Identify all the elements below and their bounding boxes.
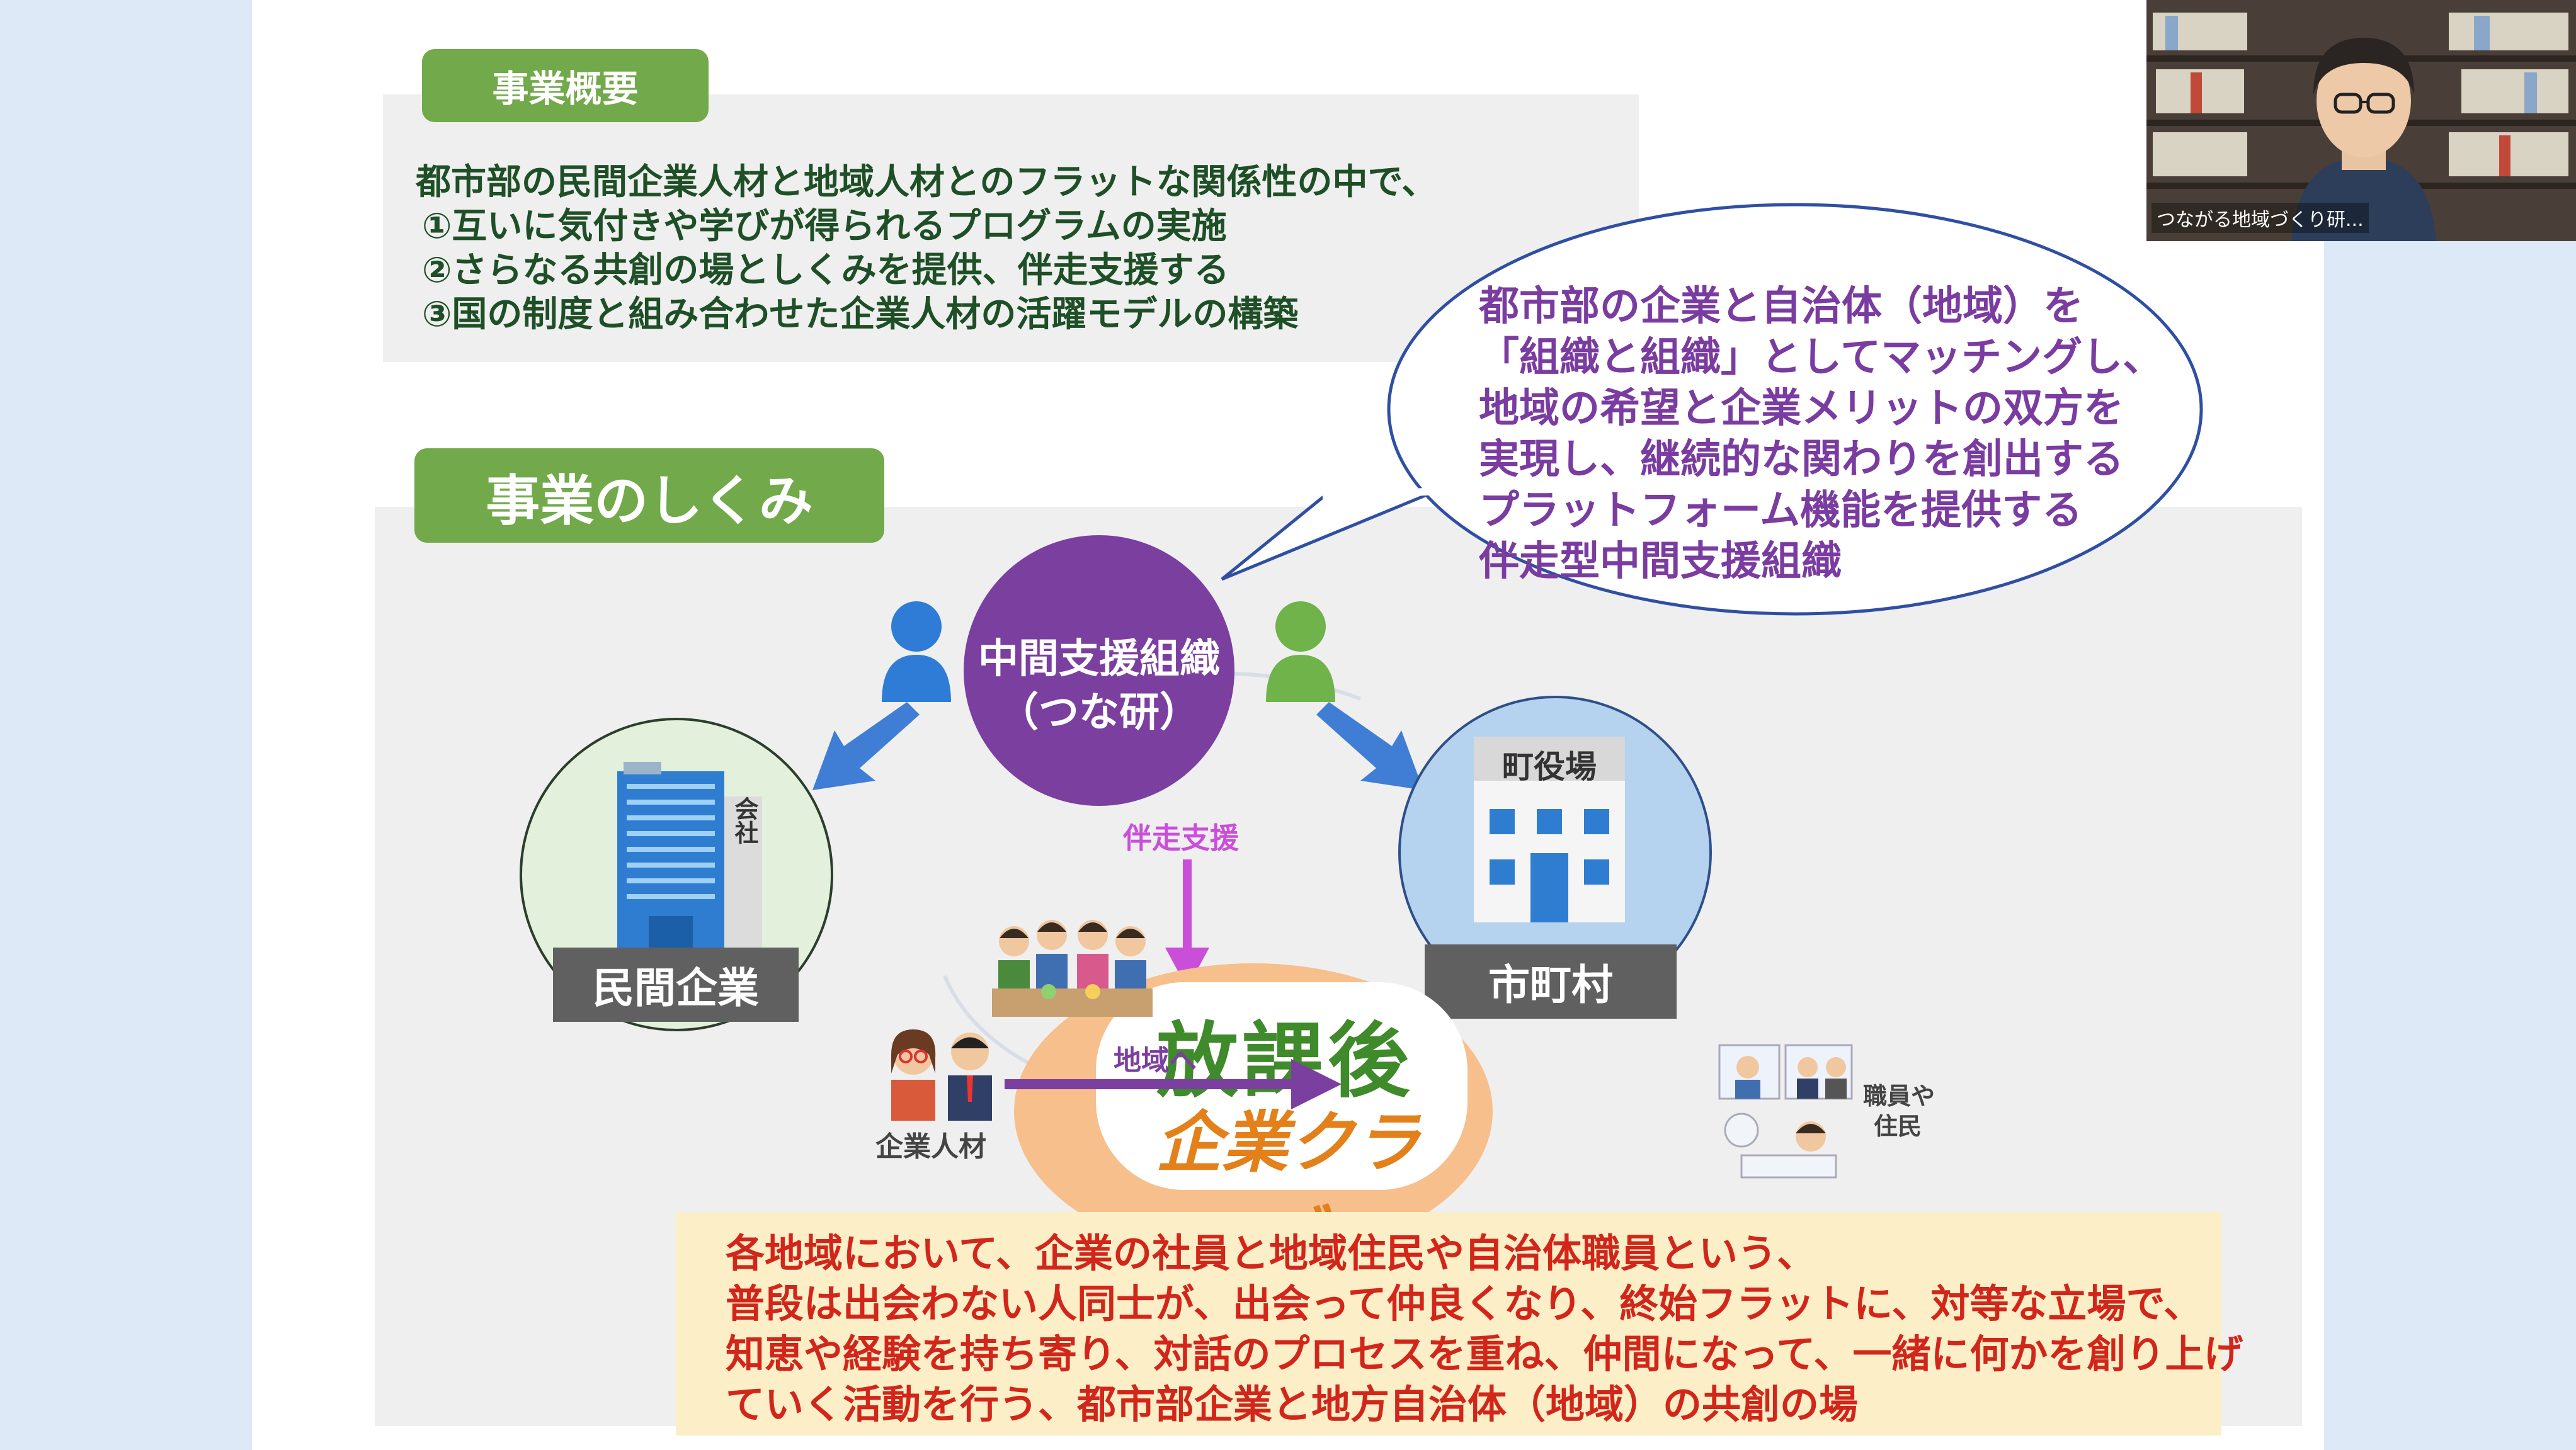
office-building-icon — [617, 762, 762, 948]
meeting-group-icon — [992, 920, 1153, 1017]
bottom-line-4: ていく活動を行う、都市部企業と地方自治体（地域）の共創の場 — [726, 1381, 1859, 1427]
arrow-to-town-icon — [1316, 702, 1423, 790]
bubble-line-3: 地域の希望と企業メリットの双方を — [1479, 385, 2124, 432]
bottom-line-3: 知恵や経験を持ち寄り、対話のプロセスを重ね、仲間になって、一緒に何かを創り上げ — [726, 1331, 2243, 1377]
participant-name: つながる地域づくり研... — [2151, 203, 2369, 233]
overview-line-4: ③国の制度と組み合わせた企業人材の活躍モデルの構築 — [422, 294, 1299, 335]
staff-label-1: 職員や — [1863, 1082, 1935, 1110]
intermediary-label-2: （つな研） — [998, 689, 1200, 736]
participant-video-tile[interactable]: つながる地域づくり研... — [2146, 0, 2576, 241]
presentation-slide: 事業概要 都市部の民間企業人材と地域人材とのフラットな関係性の中で、 ①互いに気… — [252, 0, 2324, 1450]
overview-line-2: ①互いに気付きや学びが得られるプログラムの実施 — [422, 206, 1227, 247]
intermediary-circle — [964, 535, 1234, 806]
intermediary-label-1: 中間支援組織 — [978, 636, 1220, 683]
corporate-people-icon — [891, 1029, 992, 1121]
arrow-to-company-icon — [812, 702, 920, 790]
overview-heading: 事業概要 — [422, 49, 709, 122]
company-sign: 会社 — [731, 796, 758, 844]
person-green-icon — [1266, 601, 1335, 702]
company-label: 民間企業 — [553, 948, 799, 1022]
bottom-line-1: 各地域において、企業の社員と地域住民や自治体職員という、 — [726, 1230, 1816, 1276]
bubble-line-2: 「組織と組織」としてマッチングし、 — [1479, 334, 2163, 381]
person-blue-icon — [882, 601, 951, 702]
town-hall-icon — [1474, 737, 1625, 922]
club-logo-line1: 放課後 — [1156, 1013, 1413, 1109]
town-label: 市町村 — [1425, 944, 1677, 1019]
bookshelf-background — [2146, 0, 2576, 241]
bubble-line-6: 伴走型中間支援組織 — [1479, 538, 1842, 585]
bottom-description-box — [676, 1212, 2221, 1436]
support-label: 伴走支援 — [1123, 821, 1239, 855]
corporate-people-label: 企業人材 — [875, 1131, 986, 1163]
to-region-arrow-icon — [1005, 1059, 1342, 1109]
town-sign: 町役場 — [1502, 749, 1597, 785]
to-region-label: 地域へ — [1114, 1045, 1197, 1077]
support-arrow-icon — [1165, 859, 1209, 988]
staff-residents-icon — [1718, 1044, 1853, 1179]
overview-panel — [383, 94, 1639, 362]
mechanism-heading: 事業のしくみ — [414, 448, 884, 543]
bottom-line-2: 普段は出会わない人同士が、出会って仲良くなり、終始フラットに、対等な立場で、 — [726, 1281, 2203, 1327]
bubble-line-1: 都市部の企業と自治体（地域）を — [1479, 283, 2083, 330]
bubble-line-4: 実現し、継続的な関わりを創出する — [1479, 436, 2124, 483]
bubble-line-5: プラットフォーム機能を提供する — [1479, 487, 2083, 534]
overview-line-3: ②さらなる共創の場としくみを提供、伴走支援する — [422, 250, 1229, 291]
speech-bubble — [1221, 203, 2203, 616]
staff-label-2: 住民 — [1874, 1113, 1922, 1140]
overview-line-1: 都市部の民間企業人材と地域人材とのフラットな関係性の中で、 — [416, 162, 1437, 203]
